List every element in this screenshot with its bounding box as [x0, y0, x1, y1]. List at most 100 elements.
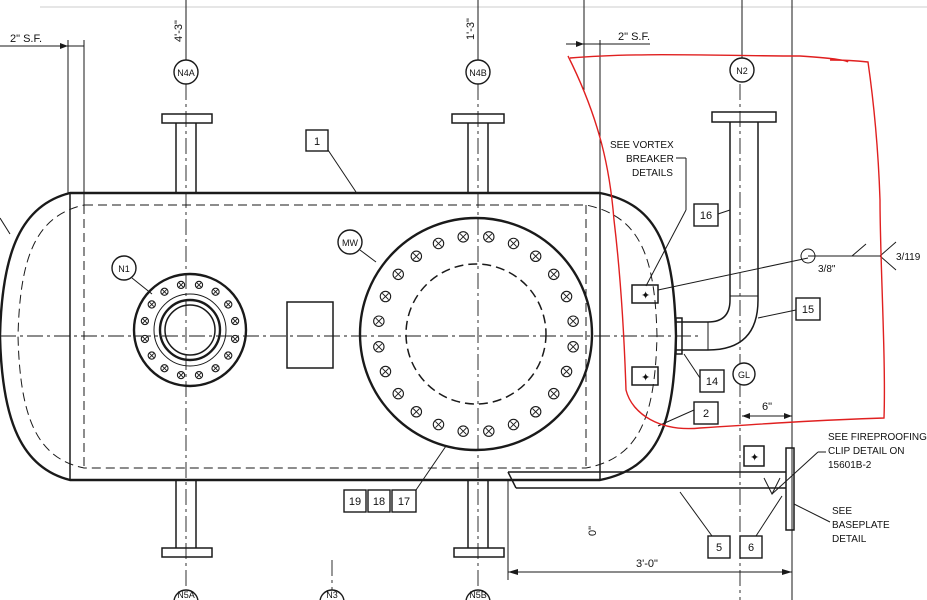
mw-bolt-mark: [569, 317, 577, 325]
mw-bolt-mark: [532, 252, 540, 260]
dim-3ft-arrow-l: [508, 569, 518, 575]
gl-label: GL: [738, 370, 750, 380]
fp-leader-b: [771, 451, 819, 495]
nozzle-n1: N1: [111, 255, 248, 388]
support-saddle: ✦: [507, 445, 795, 531]
mw-bolt-mark: [382, 293, 389, 300]
tag-14: 14: [706, 376, 718, 388]
mw-bolt-mark: [394, 270, 402, 278]
weld-all-around: [800, 248, 816, 264]
vortex-leader-c: [645, 209, 687, 287]
mw-bolt-mark: [375, 317, 383, 325]
tag-1: 1: [314, 136, 320, 148]
mw-inner-dashed: [405, 263, 547, 405]
vortex-note-line3: DETAILS: [632, 168, 673, 179]
tag-6-leader: [755, 495, 783, 537]
n1-bubble: [111, 255, 137, 281]
tag-2-box: [693, 401, 719, 425]
mw-bolt-mark: [563, 368, 570, 375]
n5a-flange: [161, 547, 213, 558]
n4b-bubble: [465, 59, 491, 85]
nameplate-rect: [286, 301, 334, 369]
n1-bolt-mark: [213, 365, 219, 371]
weld-ref-text: 3/119: [896, 252, 921, 263]
mw-bubble: [337, 229, 363, 255]
tag-14-box: [699, 369, 725, 393]
dim-sf-right-arrow: [576, 41, 584, 47]
tag-6: 6: [748, 542, 754, 554]
fireproofing-line2: CLIP DETAIL ON: [828, 446, 905, 457]
mw-bolt-mark: [563, 293, 570, 300]
baseplate: [785, 447, 795, 531]
tag-15-leader: [757, 309, 797, 319]
baseplate-line1: SEE: [832, 506, 852, 517]
dim-3ft-arrow-r: [782, 569, 792, 575]
baseplate-leader: [793, 503, 831, 523]
fireproofing-line3: 15601B-2: [828, 460, 872, 471]
weld-symbol: 3/8" 3/119: [657, 241, 921, 291]
mw-bolt-mark: [412, 252, 420, 260]
fireproofing-line1: SEE FIREPROOFING: [828, 432, 927, 443]
tag-5-leader: [679, 491, 713, 537]
manway-mw: MW: [337, 216, 594, 452]
n2-bubble: [729, 57, 755, 83]
dimensions: 2" S.F. 2" S.F. 4'-3" 1'-3" 6" 0" 3'-0": [0, 18, 792, 575]
tag-1-box: [305, 129, 329, 152]
mw-bolt-mark: [569, 343, 577, 351]
baseplate-line2: BASEPLATE: [832, 520, 890, 531]
fireproofing-clip-mark: ✦: [750, 452, 759, 464]
tag-18-box: [367, 489, 391, 513]
saddle-end: [507, 471, 517, 489]
tag-17: 17: [398, 496, 410, 508]
tag-18: 18: [373, 496, 385, 508]
tag-19: 19: [349, 496, 361, 508]
baseplate-line3: DETAIL: [832, 534, 867, 545]
tag-1-leader: [327, 149, 357, 193]
vessel-shell: [0, 191, 700, 482]
n5b-flange: [453, 547, 505, 558]
anchor-mark: [763, 477, 781, 496]
tag-5-box: [707, 535, 731, 559]
vortex-note-line2: BREAKER: [626, 154, 674, 165]
revision-cloud: [567, 53, 886, 430]
n1-bolt-mark: [196, 282, 202, 288]
n1-bolt-mark: [178, 372, 184, 378]
n1-bolt-mark: [142, 318, 148, 324]
dim-n4b-height: 1'-3": [465, 18, 477, 40]
n5b-label: N5B: [469, 590, 487, 600]
n1-bolt-mark: [161, 365, 167, 371]
tag-16-leader: [717, 209, 731, 215]
dim-3ft-text: 3'-0": [636, 558, 658, 570]
tag-5: 5: [716, 542, 722, 554]
n5b-bubble: [465, 589, 491, 600]
n2-label: N2: [736, 66, 748, 76]
mw-bolt-mark: [550, 270, 558, 278]
weld-fillet-mark: [851, 243, 867, 257]
n1-bolt-mark: [225, 353, 231, 359]
mw-bolt-mark: [412, 408, 420, 416]
n1-bolt-mark: [178, 282, 184, 288]
n1-bolt-mark: [142, 336, 148, 342]
left-partial-leader: [0, 217, 11, 235]
mw-bolt-mark: [394, 390, 402, 398]
dim-6in-arrow-l: [742, 413, 750, 419]
n1-leader: [131, 277, 153, 295]
n4b-flange: [451, 113, 505, 124]
n1-bolt-mark: [225, 301, 231, 307]
mw-bolt-mark: [375, 343, 383, 351]
tag-6-box: [739, 535, 763, 559]
bottom-nozzles: N5A N3 N5B: [161, 480, 505, 600]
n1-bolt-mark: [232, 318, 238, 324]
clip-lower-mark: ✦: [641, 372, 650, 384]
n5a-label: N5A: [177, 590, 195, 600]
tag-15: 15: [802, 304, 814, 316]
mw-bolt-mark: [459, 233, 467, 241]
weld-arrow-line: [657, 257, 809, 291]
fireproofing-note: SEE FIREPROOFING CLIP DETAIL ON 15601B-2: [771, 432, 927, 495]
tag-16: 16: [700, 210, 712, 222]
n2-flange: [711, 111, 777, 123]
dim-0in-text: 0": [587, 526, 599, 536]
tag-19-box: [343, 489, 367, 513]
mw-bolt-mark: [485, 427, 493, 435]
clip-upper-mark: ✦: [641, 290, 650, 302]
